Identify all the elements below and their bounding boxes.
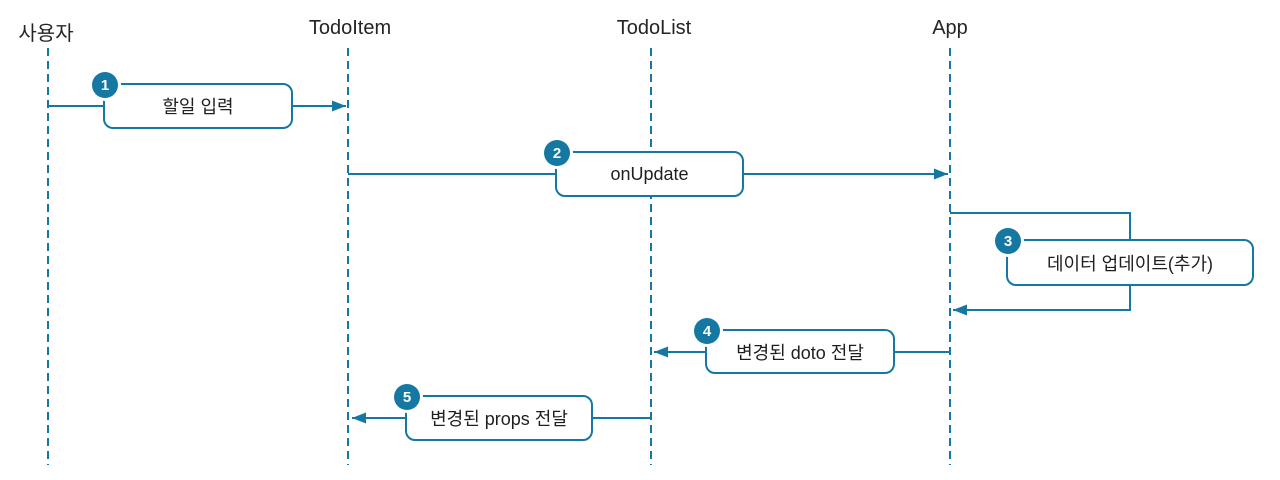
actor-label-user: 사용자 <box>18 23 74 45</box>
message-label-5: 변경된 props 전달 <box>430 409 568 429</box>
step-badge-2: 2 <box>544 140 570 166</box>
message-label-3: 데이터 업데이트(추가) <box>1046 253 1214 274</box>
actor-label-app: App <box>932 17 968 39</box>
message-box-2: 2 onUpdate <box>544 140 744 197</box>
step-badge-3: 3 <box>995 228 1021 254</box>
step-badge-4: 4 <box>694 318 720 344</box>
message-box-5: 5 변경된 props 전달 <box>394 384 593 441</box>
actor-label-todolist: TodoList <box>616 17 692 39</box>
actor-label-todoitem: TodoItem <box>308 17 392 39</box>
message-label-2: onUpdate <box>610 163 689 184</box>
message-box-4: 4 변경된 doto 전달 <box>694 318 895 374</box>
step-badge-5: 5 <box>394 384 420 410</box>
message-box-3: 3 데이터 업데이트(추가) <box>995 228 1254 286</box>
message-box-1: 1 할일 입력 <box>92 72 293 129</box>
message-label-1: 할일 입력 <box>162 97 234 117</box>
message-label-4: 변경된 doto 전달 <box>736 342 864 363</box>
step-badge-1: 1 <box>92 72 118 98</box>
